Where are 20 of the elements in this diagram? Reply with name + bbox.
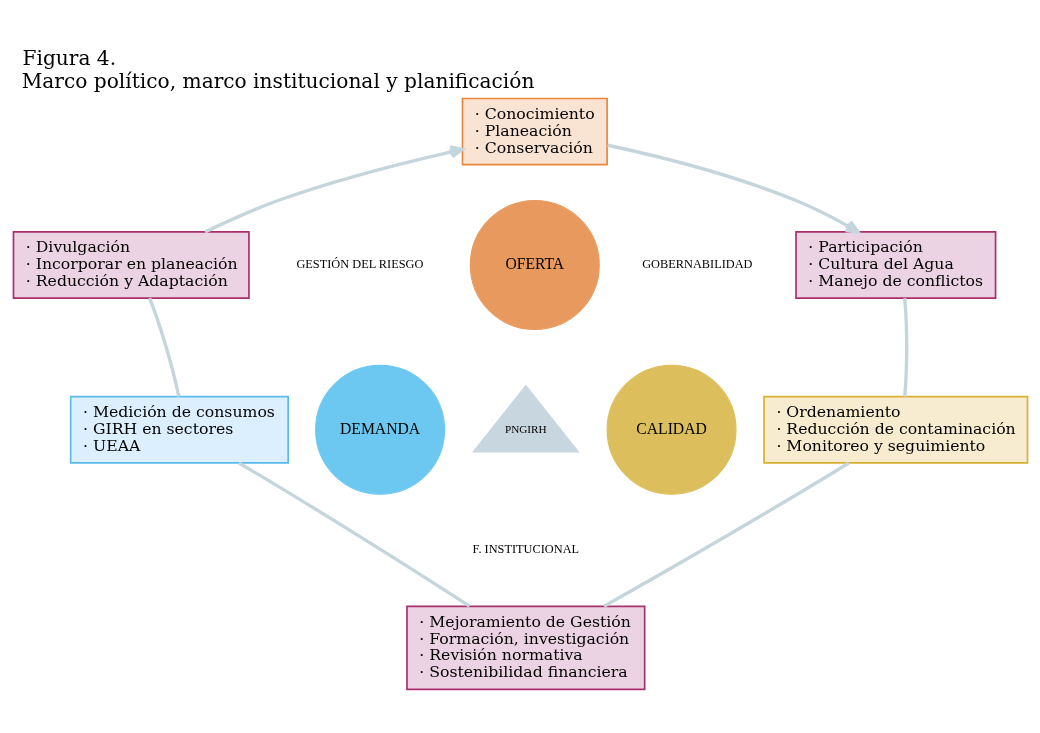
node-box: · Conocimiento · Planeación · Conservación: [461, 97, 608, 165]
diagram-title: Figura 4.: [21, 45, 116, 70]
node-circle: OFERTA: [469, 199, 600, 330]
arrow: [606, 143, 859, 233]
label: GOBERNABILIDAD: [641, 256, 752, 271]
node-box: · Medición de consumos · GIRH en sectores · UEAA: [69, 395, 289, 464]
node-box: · Participación · Cultura del Agua · Manejo de conflictos: [794, 230, 996, 299]
label: GESTIÓN DEL RIESGO: [295, 256, 423, 271]
node-box: · Divulgación · Incorporar en planeación · Reducción y Adaptación: [12, 230, 250, 299]
connector: [237, 461, 470, 608]
node-circle: CALIDAD: [606, 364, 737, 495]
connector: [902, 297, 908, 397]
node-box: · Ordenamiento · Reducción de contaminación · Monitoreo y seguimiento: [762, 395, 1028, 464]
caption: Marco político, marco institucional y planificación: [21, 68, 534, 93]
arrow: [203, 144, 464, 233]
label: F. INSTITUCIONAL: [472, 541, 579, 556]
connector: [147, 297, 180, 397]
connector: [602, 461, 850, 608]
node-circle: DEMANDA: [314, 364, 445, 495]
node-box: · Mejoramiento de Gestión · Formación, investigación · Revisión normativa · Sostenibilidad financiera: [405, 605, 645, 690]
